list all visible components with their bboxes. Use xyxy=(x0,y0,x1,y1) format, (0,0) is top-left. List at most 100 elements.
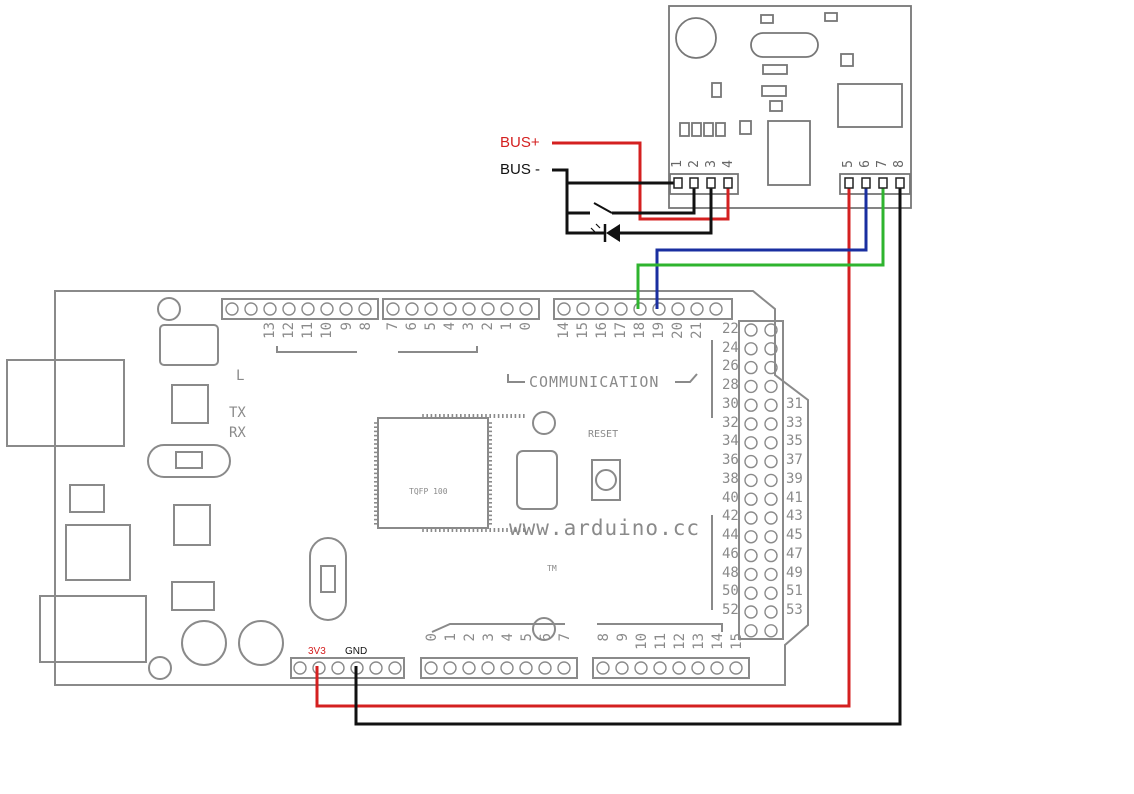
header-pad xyxy=(744,342,758,356)
header-pad xyxy=(481,302,495,316)
mcu-chip xyxy=(377,417,489,529)
module-pin-pad xyxy=(723,177,733,189)
pin-label: 3 xyxy=(461,322,477,331)
header-pad xyxy=(744,398,758,412)
pin-label: 24 xyxy=(722,340,739,356)
pin-label: 42 xyxy=(722,508,739,524)
header-pad xyxy=(764,454,778,469)
header-pad xyxy=(293,661,307,675)
header-pad xyxy=(443,302,457,316)
pin-label: 52 xyxy=(722,602,739,618)
header-pad xyxy=(764,548,778,563)
pin-label: 14 xyxy=(556,322,572,339)
bus-minus-label: BUS - xyxy=(500,161,541,178)
pin-label: 10 xyxy=(634,633,650,650)
mcu-pins xyxy=(374,414,525,532)
small-ic xyxy=(173,504,211,546)
header-pad xyxy=(634,661,648,675)
module-pin-3: 3 xyxy=(704,160,719,168)
header-pad xyxy=(672,661,686,675)
led-rx-label: RX xyxy=(229,425,246,441)
header-pad xyxy=(244,302,258,316)
pin-label: 49 xyxy=(786,565,803,581)
capacitor xyxy=(181,620,227,666)
header-pad xyxy=(481,661,495,675)
header-pad xyxy=(653,661,667,675)
reset-button xyxy=(591,459,621,501)
module-pin-pad xyxy=(673,177,683,189)
header-pad xyxy=(652,302,666,316)
header-pad xyxy=(764,323,778,337)
pin-label: 34 xyxy=(722,433,739,449)
module-pin-5: 5 xyxy=(841,160,856,168)
pin-label: 1 xyxy=(443,633,459,642)
pin-label: 43 xyxy=(786,508,803,524)
website-label: www.arduino.cc xyxy=(509,516,701,540)
pin-label: 5 xyxy=(423,322,439,331)
header-pad xyxy=(764,473,778,488)
module-pin-pads xyxy=(673,177,905,189)
header-pad xyxy=(500,302,514,316)
usb-connector xyxy=(6,359,125,447)
pin-label: 16 xyxy=(594,322,610,339)
led-l-label: L xyxy=(236,368,245,384)
pin-label: 2 xyxy=(480,322,496,331)
oscillator xyxy=(309,537,347,621)
header-pad xyxy=(744,323,758,337)
header-pad xyxy=(744,511,758,525)
pin-label: 36 xyxy=(722,452,739,468)
module-pin-8: 8 xyxy=(892,160,907,168)
pin-label: 12 xyxy=(281,322,297,339)
header-pad xyxy=(764,360,778,375)
header-pad xyxy=(764,492,778,506)
pin-label: 41 xyxy=(786,490,803,506)
pin-label: 4 xyxy=(442,322,458,331)
pin-label: 26 xyxy=(722,358,739,374)
module-pin-2: 2 xyxy=(687,160,702,168)
capacitor xyxy=(238,620,284,666)
header-pad xyxy=(744,360,758,375)
module-pin-pad xyxy=(895,177,905,189)
header-pad xyxy=(691,661,705,675)
module-outline xyxy=(668,5,912,209)
header-pad xyxy=(729,661,743,675)
pin-label: 0 xyxy=(518,322,534,331)
header-pad xyxy=(424,302,438,316)
pin-label: 32 xyxy=(722,415,739,431)
header-pad xyxy=(320,302,334,316)
bottom-header-power xyxy=(290,657,405,679)
header-pad xyxy=(744,379,758,394)
header-pad xyxy=(764,436,778,450)
switch-lever xyxy=(593,202,613,214)
pin-label: 11 xyxy=(653,633,669,650)
header-pad xyxy=(557,302,571,316)
header-pad xyxy=(369,661,383,675)
header-pad xyxy=(744,473,758,488)
wire-blue-sda xyxy=(655,183,868,309)
pin-label: 8 xyxy=(596,633,612,642)
module-pin-6: 6 xyxy=(858,160,873,168)
pin-label: 17 xyxy=(613,322,629,339)
diode-symbol xyxy=(590,223,620,242)
header-pad xyxy=(744,567,758,582)
pin-label: 7 xyxy=(557,633,573,642)
header-pad xyxy=(443,661,457,675)
header-pad xyxy=(744,417,758,431)
pin-label: 19 xyxy=(651,322,667,339)
header-pad xyxy=(225,302,239,316)
pin-label: 4 xyxy=(500,633,516,642)
header-pad xyxy=(709,302,723,316)
arduino-board-outline xyxy=(54,290,809,686)
header-pad xyxy=(744,492,758,506)
power-jack xyxy=(39,595,147,663)
header-pad xyxy=(764,605,778,619)
pin-label: 30 xyxy=(722,396,739,412)
wire-diode xyxy=(565,183,713,235)
pin-label: 35 xyxy=(786,433,803,449)
header-pad xyxy=(764,511,778,525)
header-pad xyxy=(386,302,400,316)
module-pin-pad xyxy=(844,177,854,189)
header-pad xyxy=(744,624,758,638)
header-pad xyxy=(671,302,685,316)
